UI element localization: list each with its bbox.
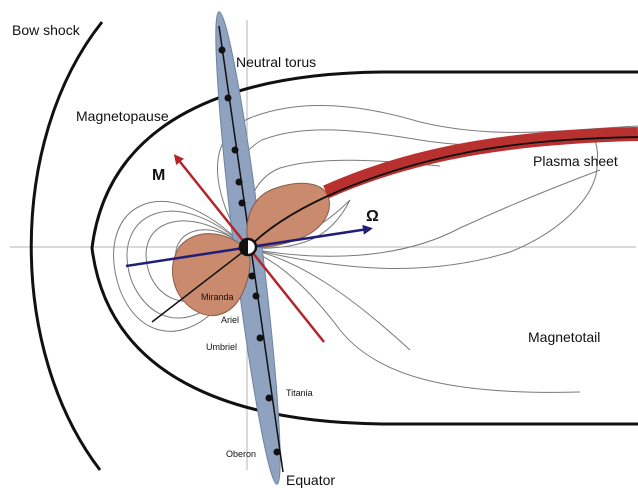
- moon-dot: [218, 46, 226, 54]
- moon-dot-oberon: [273, 448, 281, 456]
- magnetopause-boundary: [90, 70, 638, 426]
- rotation-axis-label: Ω: [366, 208, 379, 225]
- dipole-tilt-line: [151, 247, 249, 323]
- moon-dot: [238, 199, 246, 207]
- uranus-dark-hemisphere: [240, 239, 248, 255]
- magnetic-field-lines: [113, 105, 638, 393]
- field-line: [245, 247, 581, 393]
- moon-markers: [218, 46, 281, 456]
- plasma-sheet-band: [323, 127, 638, 199]
- field-line: [245, 131, 599, 269]
- field-line: [245, 247, 411, 351]
- moon-label-umbriel: Umbriel: [206, 342, 237, 352]
- moon-dot-umbriel: [256, 334, 264, 342]
- field-line: [245, 169, 601, 257]
- moon-dot: [231, 146, 239, 154]
- bow-shock-label: Bow shock: [12, 22, 81, 38]
- plasma-sheet-centerline: [247, 136, 638, 249]
- moon-label-oberon: Oberon: [226, 449, 256, 459]
- radiation-belt-lower: [172, 233, 251, 316]
- magnetopause-label: Magnetopause: [76, 108, 169, 124]
- bow-shock-curve: [29, 21, 104, 471]
- moon-dot-titania: [265, 394, 273, 402]
- moon-label-miranda: Miranda: [201, 292, 234, 302]
- moon-dot-miranda: [248, 272, 256, 280]
- moon-dot: [224, 94, 232, 102]
- moon-dot: [235, 178, 243, 186]
- equator-label: Equator: [286, 472, 335, 488]
- moon-dot-ariel: [252, 292, 260, 300]
- neutral-torus-label: Neutral torus: [236, 54, 316, 70]
- magnetotail-label: Magnetotail: [528, 329, 600, 345]
- moon-label-ariel: Ariel: [221, 315, 239, 325]
- field-line: [217, 105, 638, 249]
- plasma-sheet-label: Plasma sheet: [533, 153, 618, 169]
- magnetic-axis-label: M: [152, 167, 165, 184]
- moon-label-titania: Titania: [286, 388, 313, 398]
